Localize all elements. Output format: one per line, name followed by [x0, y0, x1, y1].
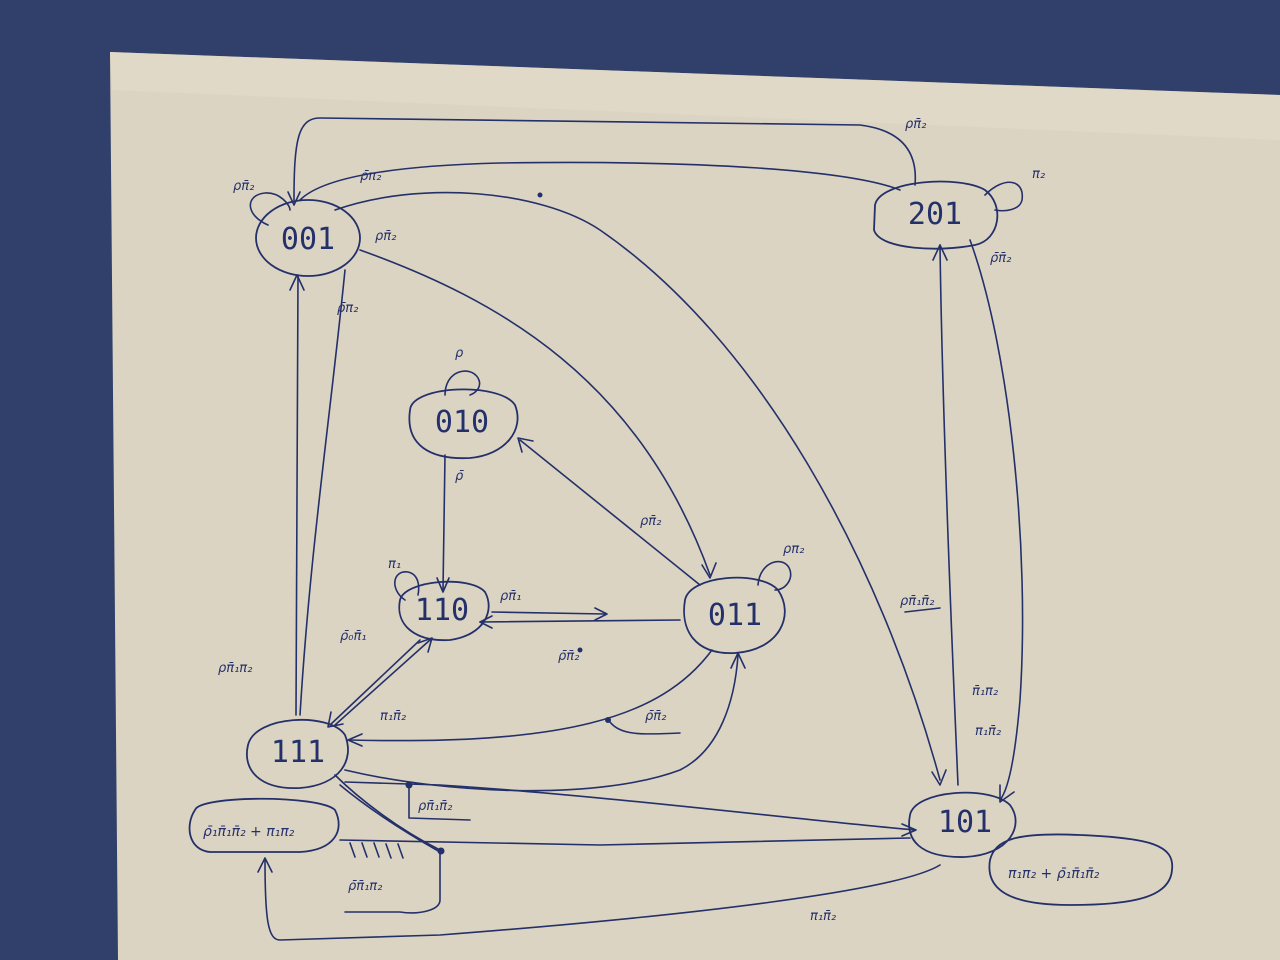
edge-label: ρ̄: [455, 469, 464, 484]
edge-201-to-101: [969, 239, 1024, 801]
edge-111-bundle-2: [339, 784, 441, 853]
edge-label: ρπ₂: [783, 542, 804, 557]
edge-010-to-110: [442, 454, 446, 591]
edge-111-to-001: [299, 269, 346, 716]
ink-dot: [405, 781, 413, 789]
state-110[interactable]: 110: [398, 580, 490, 641]
edge-111-to-110: [334, 639, 431, 726]
state-010[interactable]: 010: [408, 388, 519, 460]
edge-label: π₁: [388, 557, 401, 572]
edge-001-to-111: [295, 274, 299, 716]
arrowhead: [932, 244, 948, 261]
edge-label: π̄₁π₂: [972, 684, 998, 699]
state-label: 001: [281, 222, 335, 257]
box-101-label: π₁π₂ + ρ̄₁π̄₁π̄₂: [1008, 866, 1100, 882]
arrowhead: [594, 607, 608, 621]
state-label: 010: [435, 405, 489, 440]
loop-011: [757, 560, 792, 591]
edge-201-to-001-top: [293, 117, 917, 201]
edge-label: ρπ̄₁π₂: [218, 661, 252, 676]
edge-label: ρπ̄₁π̄₂: [900, 594, 934, 609]
state-001[interactable]: 001: [255, 199, 361, 277]
loop-010: [444, 370, 481, 396]
edge-label: π₁π̄₂: [380, 709, 406, 724]
edge-011-to-111: [349, 649, 713, 742]
arrowhead: [257, 857, 273, 873]
arrowhead: [931, 769, 947, 786]
states: 001 201 010 110 011 111 101: [246, 180, 1017, 858]
label-tick: [408, 786, 471, 821]
edge-label: ρ̄π₂: [360, 169, 381, 184]
state-label: 201: [908, 197, 962, 232]
arrowhead: [417, 637, 433, 653]
edge-111-to-box: [344, 851, 441, 914]
label-tick: [609, 721, 681, 735]
edge-111-bundle: [334, 774, 441, 851]
edge-label: π₁π̄₂: [810, 909, 836, 924]
edge-label: ρπ̄₂: [640, 514, 661, 529]
edge-label: π₂: [1032, 167, 1045, 182]
box-111-label: ρ̄₁π̄₁π̄₂ + π₁π₂: [203, 824, 295, 840]
edge-110-to-011: [491, 611, 606, 615]
edge-label: ρπ̄₂: [233, 179, 254, 194]
edge-110-to-111: [329, 639, 421, 726]
arrowhead: [287, 191, 301, 206]
edge-label: ρ̄π̄₂: [990, 251, 1011, 266]
arrowhead: [701, 562, 717, 579]
edge-111-to-101: [344, 781, 916, 831]
edge-011-to-010: [519, 439, 701, 586]
edge-label: ρ̄₀π̄₁: [340, 629, 367, 644]
state-label: 111: [271, 735, 325, 770]
ink-dot: [537, 192, 543, 198]
edge-101-to-201: [939, 244, 959, 786]
edge-label: ρ: [455, 346, 464, 361]
state-201[interactable]: 201: [873, 180, 999, 250]
edge-label: ρπ̄₂: [375, 229, 396, 244]
state-label: 110: [415, 593, 469, 628]
edge-101-to-111-bottom: [264, 859, 941, 941]
edge-label: ρ̄π̄₁π₂: [348, 879, 382, 894]
ink-dot: [437, 847, 445, 855]
label-tick: [904, 607, 941, 613]
paper-sheet: [110, 52, 1280, 960]
edge-011-to-110: [479, 619, 681, 623]
loop-201: [984, 181, 1023, 212]
arrowhead: [327, 711, 344, 728]
edge-001-to-101: [334, 191, 941, 781]
box-111-outline: [188, 797, 340, 853]
state-label: 011: [708, 598, 762, 633]
edge-box-to-101: [339, 837, 911, 846]
condition-boxes: ρ̄₁π̄₁π̄₂ + π₁π₂ π₁π₂ + ρ̄₁π̄₁π̄₂: [188, 797, 1174, 906]
edge-label: ρπ̄₁: [500, 589, 521, 604]
edge-label: ρπ̄₁π̄₂: [418, 799, 452, 814]
state-101[interactable]: 101: [908, 791, 1017, 858]
box-101-outline: [988, 833, 1174, 906]
arrowhead: [517, 437, 534, 453]
arrowhead: [999, 784, 1015, 803]
state-111[interactable]: 111: [246, 718, 349, 789]
ink-dot: [577, 647, 583, 653]
edge-labels: ρπ̄₂ ρπ̄₂ ρ̄π₂ ρπ̄₂ π₂ ρ̄π̄₂ ρ̄π₂ ρ ρ̄ ρ…: [218, 117, 1045, 924]
edge-label: π₁π̄₂: [975, 724, 1001, 739]
arrowhead: [347, 733, 363, 747]
edge-label: ρ̄π₂: [337, 301, 358, 316]
arrowhead: [901, 823, 917, 837]
edge-001-to-011: [359, 249, 711, 576]
edges: [249, 117, 1024, 941]
arrowhead: [479, 615, 493, 629]
state-011[interactable]: 011: [683, 576, 786, 654]
edge-label: ρπ̄₂: [905, 117, 926, 132]
edge-label: ρ̄π̄₂: [558, 649, 579, 664]
state-label: 101: [938, 805, 992, 840]
edge-201-to-001: [299, 161, 901, 201]
edge-label: ρ̄π̄₂: [645, 709, 666, 724]
hatch-marks: [349, 842, 404, 859]
